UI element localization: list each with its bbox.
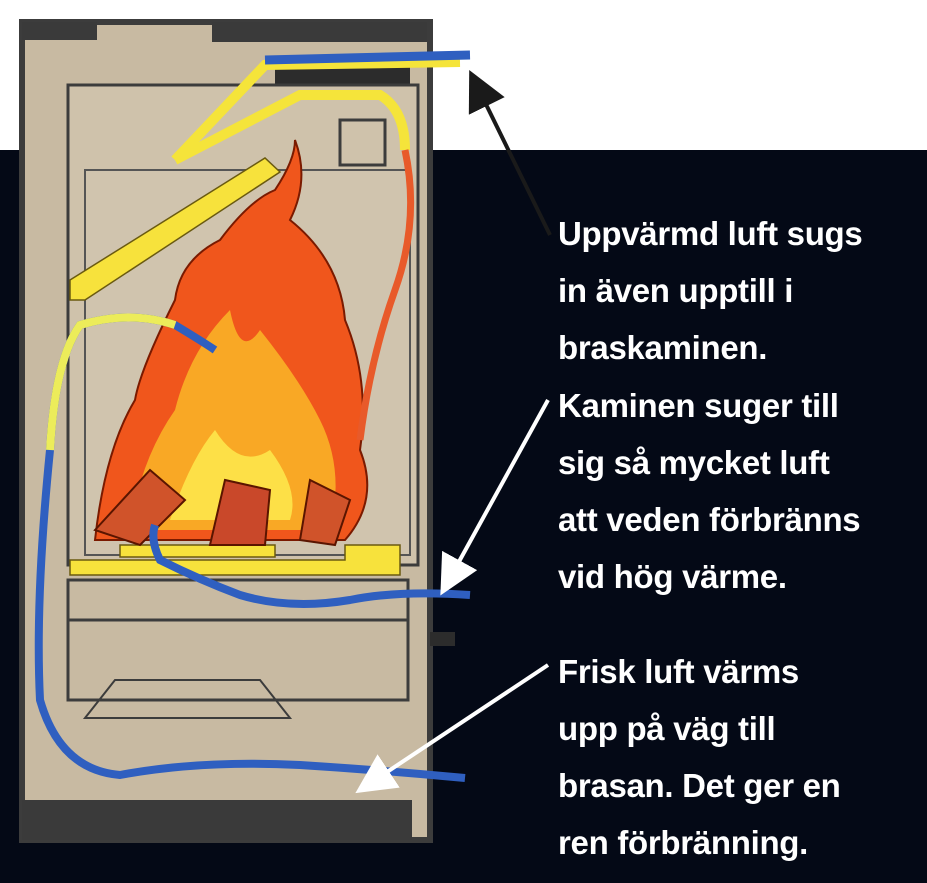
callout-line: brasan. Det ger en	[558, 767, 841, 804]
arrow-top	[468, 70, 552, 236]
log	[93, 468, 187, 547]
stove-top-right	[212, 22, 427, 42]
log	[208, 478, 272, 546]
callout-line: Frisk luft värms	[558, 653, 799, 690]
callout-line: Uppvärmd luft sugs	[558, 215, 863, 252]
callout-line: upp på väg till	[558, 710, 776, 747]
arrow-bottom	[355, 663, 550, 794]
primary-air-ribbon	[149, 523, 471, 608]
callout-line: braskaminen.	[558, 329, 768, 366]
callout-middle: Kaminen suger till sig så mycket luft at…	[558, 377, 861, 605]
stove-base	[22, 800, 412, 840]
callout-bottom: Frisk luft värms upp på väg till brasan.…	[558, 643, 841, 871]
arrow-middle	[440, 399, 550, 596]
callout-line: in även upptill i	[558, 272, 794, 309]
callout-top: Uppvärmd luft sugs in även upptill i bra…	[558, 205, 863, 376]
top-box	[338, 118, 387, 167]
side-ribbon	[356, 149, 415, 441]
baffle-plate	[69, 157, 282, 301]
callout-line: ren förbränning.	[558, 824, 809, 861]
callout-line: att veden förbränns	[558, 501, 861, 538]
air-intake-handle	[430, 632, 455, 646]
secondary-air-channel	[171, 57, 461, 165]
stove-top-left	[22, 22, 97, 40]
callout-line: vid hög värme.	[558, 558, 787, 595]
grate-ledge	[69, 544, 401, 576]
chimney-flue-plate	[275, 65, 410, 87]
log	[298, 478, 352, 547]
callout-line: sig så mycket luft	[558, 444, 830, 481]
callout-line: Kaminen suger till	[558, 387, 839, 424]
ash-grate-triangle	[82, 679, 293, 719]
